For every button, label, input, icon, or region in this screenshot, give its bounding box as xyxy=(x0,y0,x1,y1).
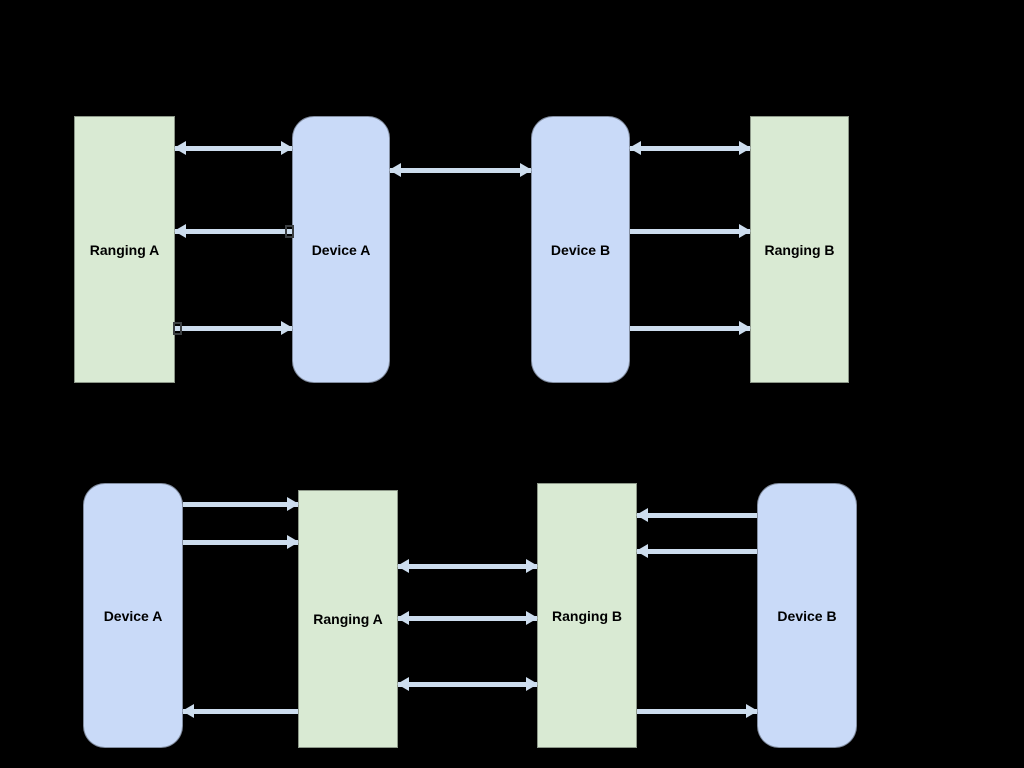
node-top-ranging-a: Ranging A xyxy=(74,116,175,383)
arrowhead-right-icon xyxy=(746,704,758,718)
arrow-line xyxy=(630,146,750,151)
arrowhead-right-icon xyxy=(739,141,751,155)
arrow-tail-marker xyxy=(173,322,182,335)
node-top-ranging-a-label: Ranging A xyxy=(89,241,160,258)
arrowhead-left-icon xyxy=(174,141,186,155)
arrow-line xyxy=(183,709,298,714)
node-bottom-device-a: Device A xyxy=(83,483,183,748)
arrowhead-left-icon xyxy=(629,141,641,155)
arrow-line xyxy=(398,564,537,569)
arrowhead-right-icon xyxy=(287,535,299,549)
arrowhead-left-icon xyxy=(174,224,186,238)
node-top-device-b-label: Device B xyxy=(550,241,611,258)
node-bottom-device-b: Device B xyxy=(757,483,857,748)
arrowhead-right-icon xyxy=(739,321,751,335)
node-bottom-ranging-a: Ranging A xyxy=(298,490,398,748)
node-bottom-device-b-label: Device B xyxy=(777,607,837,624)
arrowhead-right-icon xyxy=(739,224,751,238)
arrowhead-left-icon xyxy=(182,704,194,718)
arrow-line xyxy=(637,549,757,554)
arrow-line xyxy=(175,326,292,331)
arrowhead-right-icon xyxy=(526,611,538,625)
node-bottom-device-a-label: Device A xyxy=(103,607,163,624)
node-top-ranging-b-label: Ranging B xyxy=(764,241,835,258)
arrowhead-left-icon xyxy=(397,677,409,691)
arrow-line xyxy=(175,229,292,234)
arrow-line xyxy=(398,616,537,621)
node-bottom-ranging-b-label: Ranging B xyxy=(552,607,622,624)
arrowhead-right-icon xyxy=(281,141,293,155)
arrow-tail-marker xyxy=(285,225,294,238)
arrowhead-left-icon xyxy=(636,544,648,558)
node-top-ranging-b: Ranging B xyxy=(750,116,849,383)
arrowhead-left-icon xyxy=(389,163,401,177)
node-bottom-ranging-a-label: Ranging A xyxy=(313,611,383,627)
node-top-device-a-label: Device A xyxy=(311,241,371,258)
arrow-line xyxy=(637,709,757,714)
arrow-line xyxy=(183,540,298,545)
arrowhead-left-icon xyxy=(397,559,409,573)
arrow-line xyxy=(398,682,537,687)
arrowhead-right-icon xyxy=(520,163,532,177)
arrow-line xyxy=(390,168,531,173)
node-top-device-b: Device B xyxy=(531,116,630,383)
node-top-device-a: Device A xyxy=(292,116,390,383)
arrowhead-right-icon xyxy=(281,321,293,335)
arrow-line xyxy=(637,513,757,518)
arrowhead-left-icon xyxy=(397,611,409,625)
arrowhead-right-icon xyxy=(287,497,299,511)
arrow-line xyxy=(630,326,750,331)
arrowhead-right-icon xyxy=(526,677,538,691)
node-bottom-ranging-b: Ranging B xyxy=(537,483,637,748)
arrow-line xyxy=(175,146,292,151)
arrowhead-right-icon xyxy=(526,559,538,573)
arrowhead-left-icon xyxy=(636,508,648,522)
arrow-line xyxy=(630,229,750,234)
arrow-line xyxy=(183,502,298,507)
